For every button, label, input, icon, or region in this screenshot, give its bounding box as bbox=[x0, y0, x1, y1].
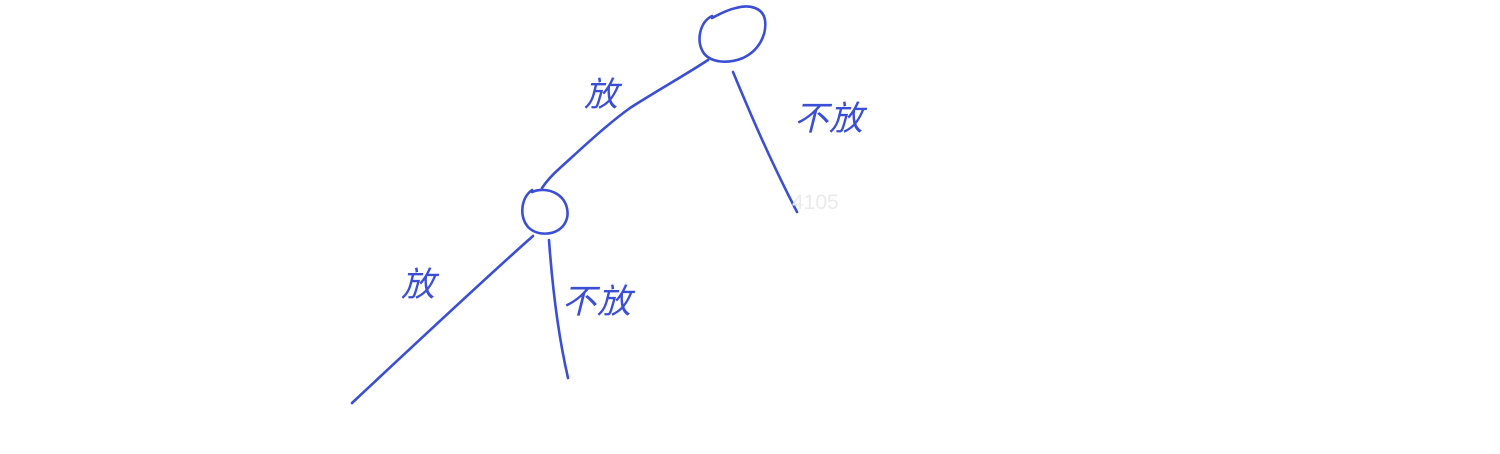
root-node bbox=[698, 5, 767, 63]
edge-child-left-branch bbox=[350, 234, 535, 405]
edge-root-right-branch bbox=[731, 70, 799, 214]
label-root-right-edge: 不放 bbox=[794, 99, 868, 139]
label-root-left-edge: 放 bbox=[584, 75, 623, 115]
label-child-middle-edge: 不放 bbox=[562, 282, 636, 322]
watermark-text: 4105 bbox=[792, 191, 839, 214]
edge-root-to-child bbox=[540, 58, 710, 190]
label-child-left-edge: 放 bbox=[401, 265, 440, 305]
edge-child-middle-branch bbox=[547, 238, 570, 380]
child-node bbox=[521, 188, 569, 235]
